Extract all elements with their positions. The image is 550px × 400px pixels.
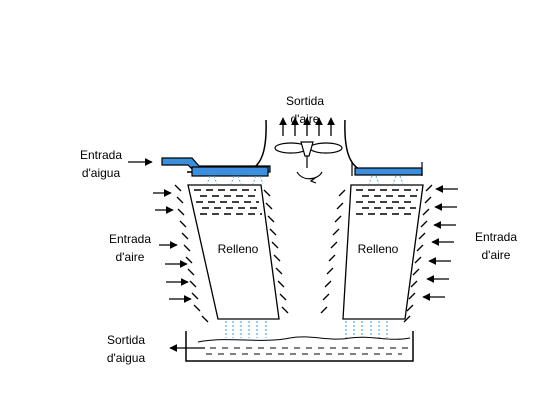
collection-basin — [185, 331, 414, 362]
stack-right-wall — [344, 119, 420, 173]
spray-top — [206, 175, 404, 185]
fill-right — [342, 184, 424, 320]
louvers-left — [174, 184, 289, 323]
basin-water-surface — [197, 336, 411, 343]
label-water-outlet-line2: d'aigua — [106, 351, 146, 365]
air-inlet-arrows-left — [153, 189, 192, 303]
basin-right — [354, 167, 423, 176]
louvers-right — [320, 184, 433, 323]
label-water-outlet-line1: Sortida — [106, 333, 146, 347]
air-inlet-arrows-right — [422, 185, 458, 301]
label-fill-left: Relleno — [217, 242, 259, 256]
label-air-inlet-right: Entrada d'aire — [466, 228, 526, 264]
basin-water-dashes — [198, 347, 408, 355]
label-air-outlet: Sortida d'aire — [278, 92, 332, 128]
label-air-inlet-right-line1: Entrada — [474, 230, 518, 244]
basin-left — [191, 166, 269, 177]
label-air-inlet-left: Entrada d'aire — [100, 230, 160, 266]
fan-icon — [274, 141, 343, 184]
label-water-outlet: Sortida d'aigua — [96, 331, 156, 367]
fill-left — [187, 184, 280, 320]
label-fill-right: Relleno — [357, 242, 399, 256]
label-air-outlet-line2: d'aire — [290, 112, 320, 126]
label-air-inlet-right-line2: d'aire — [481, 248, 511, 262]
label-water-inlet: Entrada d'aigua — [72, 146, 130, 182]
spray-bottom — [225, 321, 388, 338]
stack-left-wall — [187, 119, 267, 173]
fill-left-dashes — [194, 189, 262, 215]
label-air-outlet-line1: Sortida — [285, 94, 325, 108]
label-water-inlet-line2: d'aigua — [81, 166, 121, 180]
fill-right-dashes — [356, 189, 418, 215]
air-outlet-arrows — [279, 117, 335, 136]
label-water-inlet-line1: Entrada — [79, 148, 123, 162]
label-air-inlet-left-line2: d'aire — [115, 250, 145, 264]
label-air-inlet-left-line1: Entrada — [108, 232, 152, 246]
